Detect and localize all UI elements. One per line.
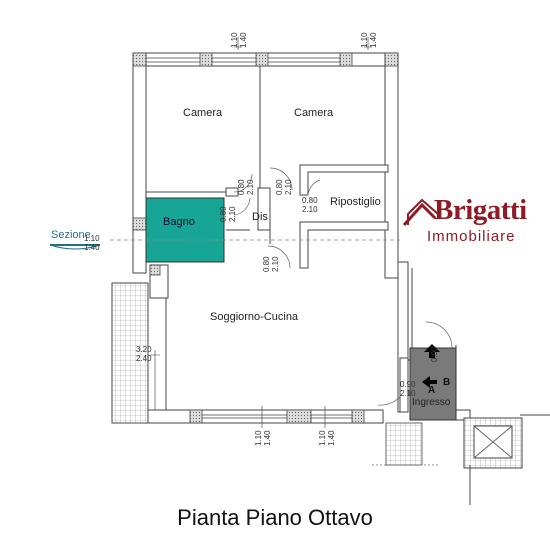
dim-ingresso-side: 0.90 (430, 346, 439, 362)
balcony (111, 282, 149, 424)
brand-subtitle: Immobiliare (427, 228, 516, 245)
arrow-up-icon (424, 344, 440, 358)
room-soggiorno-cucina: Soggiorno-Cucina (210, 311, 299, 323)
room-camera-left: Camera (183, 107, 223, 119)
room-ripostiglio: Ripostiglio (330, 196, 381, 208)
room-camera-right: Camera (294, 107, 334, 119)
elevator-icon (463, 417, 523, 505)
arrow-left-icon (422, 376, 437, 388)
room-ingresso: Ingresso (412, 397, 451, 408)
page-title: Pianta Piano Ottavo (177, 505, 373, 530)
marker-b: B (443, 377, 451, 388)
room-bagno: Bagno (163, 216, 195, 228)
brand-name: Brigatti (434, 194, 527, 226)
inner-walls (225, 164, 389, 269)
room-dis: Dis (252, 211, 268, 223)
bagno-fill (145, 197, 225, 263)
marker-a: A (428, 385, 436, 396)
brand-logo-icon (402, 198, 439, 227)
sezione-label: Sezione (51, 229, 91, 241)
